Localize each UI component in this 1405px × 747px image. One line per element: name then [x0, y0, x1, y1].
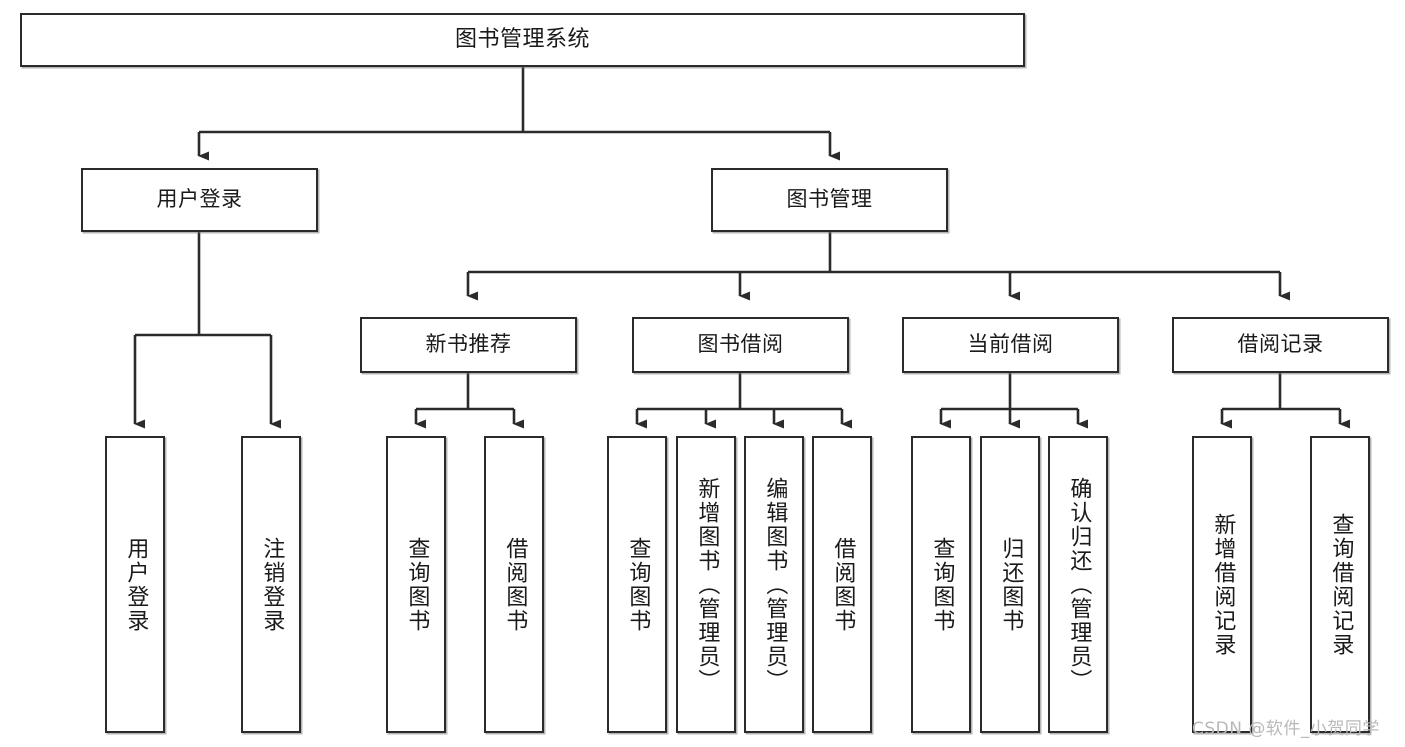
node-leaf-return-book-label: 归还图书 — [998, 536, 1024, 633]
node-current-borrow-label: 当前借阅 — [967, 332, 1054, 357]
node-new-book-recommend-label: 新书推荐 — [425, 332, 512, 357]
node-leaf-borrow-book-1-label: 借阅图书 — [502, 536, 528, 633]
node-root-label: 图书管理系统 — [454, 26, 590, 52]
node-leaf-query-record[interactable]: 查询借阅记录 — [1310, 436, 1370, 733]
node-leaf-borrow-book-2[interactable]: 借阅图书 — [812, 436, 872, 733]
node-leaf-return-book[interactable]: 归还图书 — [980, 436, 1040, 733]
node-leaf-confirm-return-label: 确认归还（管理员） — [1066, 476, 1092, 693]
node-leaf-query-record-label: 查询借阅记录 — [1328, 512, 1354, 657]
node-leaf-add-record[interactable]: 新增借阅记录 — [1192, 436, 1252, 733]
node-leaf-query-book-2[interactable]: 查询图书 — [607, 436, 667, 733]
node-leaf-query-book-3-label: 查询图书 — [929, 536, 955, 633]
node-leaf-add-book-admin-label: 新增图书（管理员） — [694, 476, 720, 693]
node-leaf-edit-book-admin-label: 编辑图书（管理员） — [762, 476, 788, 693]
node-leaf-query-book-2-label: 查询图书 — [625, 536, 651, 633]
node-root[interactable]: 图书管理系统 — [20, 13, 1025, 67]
node-leaf-logout-login[interactable]: 注销登录 — [241, 436, 301, 733]
node-leaf-query-book-1[interactable]: 查询图书 — [386, 436, 446, 733]
node-leaf-query-book-1-label: 查询图书 — [404, 536, 430, 633]
node-leaf-borrow-book-1[interactable]: 借阅图书 — [484, 436, 544, 733]
csdn-watermark: CSDN @软件_小贺同学 — [1192, 719, 1380, 739]
node-borrow-record[interactable]: 借阅记录 — [1172, 317, 1389, 373]
node-leaf-logout-login-label: 注销登录 — [259, 536, 285, 633]
node-leaf-confirm-return[interactable]: 确认归还（管理员） — [1048, 436, 1108, 733]
node-leaf-user-login-label: 用户登录 — [123, 536, 149, 633]
node-leaf-borrow-book-2-label: 借阅图书 — [830, 536, 856, 633]
node-leaf-add-record-label: 新增借阅记录 — [1210, 512, 1236, 657]
node-borrow-record-label: 借阅记录 — [1237, 332, 1324, 357]
node-user-login[interactable]: 用户登录 — [81, 168, 318, 232]
node-leaf-edit-book-admin[interactable]: 编辑图书（管理员） — [744, 436, 804, 733]
node-leaf-user-login[interactable]: 用户登录 — [105, 436, 165, 733]
node-user-login-label: 用户登录 — [156, 187, 243, 212]
node-leaf-add-book-admin[interactable]: 新增图书（管理员） — [676, 436, 736, 733]
node-current-borrow[interactable]: 当前借阅 — [902, 317, 1119, 373]
node-new-book-recommend[interactable]: 新书推荐 — [360, 317, 577, 373]
node-leaf-query-book-3[interactable]: 查询图书 — [911, 436, 971, 733]
node-book-borrow-label: 图书借阅 — [697, 332, 784, 357]
node-book-manage[interactable]: 图书管理 — [711, 168, 948, 232]
node-book-manage-label: 图书管理 — [786, 187, 873, 212]
node-book-borrow[interactable]: 图书借阅 — [632, 317, 849, 373]
